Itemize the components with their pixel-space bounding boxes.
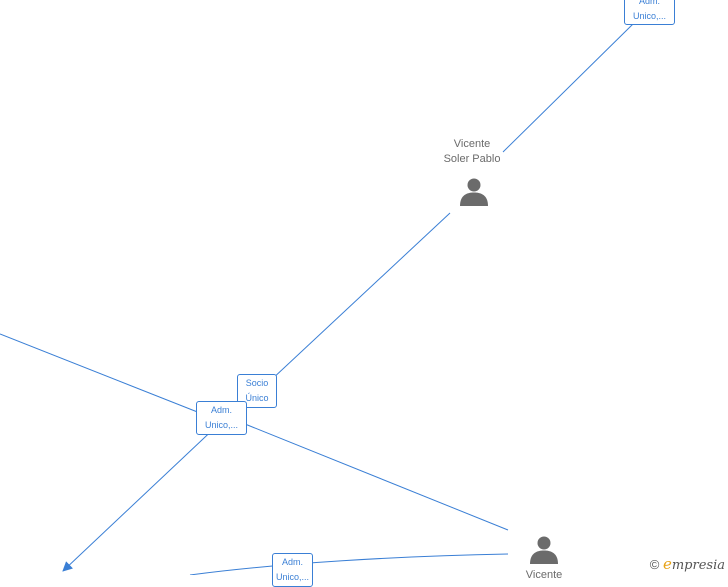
role-line2: Unico,... [204, 420, 238, 430]
role-badge-socio-unico[interactable]: Socio Único [237, 374, 277, 408]
edge-left-to-center [0, 333, 201, 414]
person-icon[interactable] [529, 535, 559, 565]
vicente-label-line1: Vicente [453, 138, 491, 150]
edge-vicente-top-company [502, 23, 634, 153]
role-badge-bottom-adm[interactable]: Adm. Unico,... [272, 553, 313, 587]
role-line1: Adm. [281, 557, 303, 567]
edge-bottom-person-to-bottom-left [189, 553, 509, 575]
role-line2: Unico,... [275, 572, 309, 582]
relationship-graph [0, 23, 634, 575]
bottom-person-label: Vicente [499, 568, 589, 583]
empresia-watermark: © empresia [650, 555, 725, 573]
role-badge-top-adm[interactable]: Adm. Unico,... [624, 0, 675, 25]
role-line2: Unico,... [632, 11, 666, 21]
role-line1: Adm. [638, 0, 660, 6]
edge-center-to-bottom-person [244, 423, 509, 531]
person-icon[interactable] [459, 177, 489, 207]
role-line1: Adm. [210, 405, 232, 415]
edge-vicente-center [254, 212, 451, 396]
role-badge-center-adm[interactable]: Adm. Unico,... [196, 401, 247, 435]
vicente-label-line2: Soler Pablo [443, 153, 501, 165]
copyright-symbol: © [649, 557, 660, 572]
bottom-person-label-line1: Vicente [525, 569, 563, 581]
role-line1: Socio [245, 378, 269, 388]
role-line2: Único [245, 393, 269, 403]
empresia-logo-text: mpresia [671, 558, 725, 573]
empresia-logo-initial: e [662, 555, 672, 573]
vicente-soler-pablo-label: Vicente Soler Pablo [427, 137, 517, 167]
